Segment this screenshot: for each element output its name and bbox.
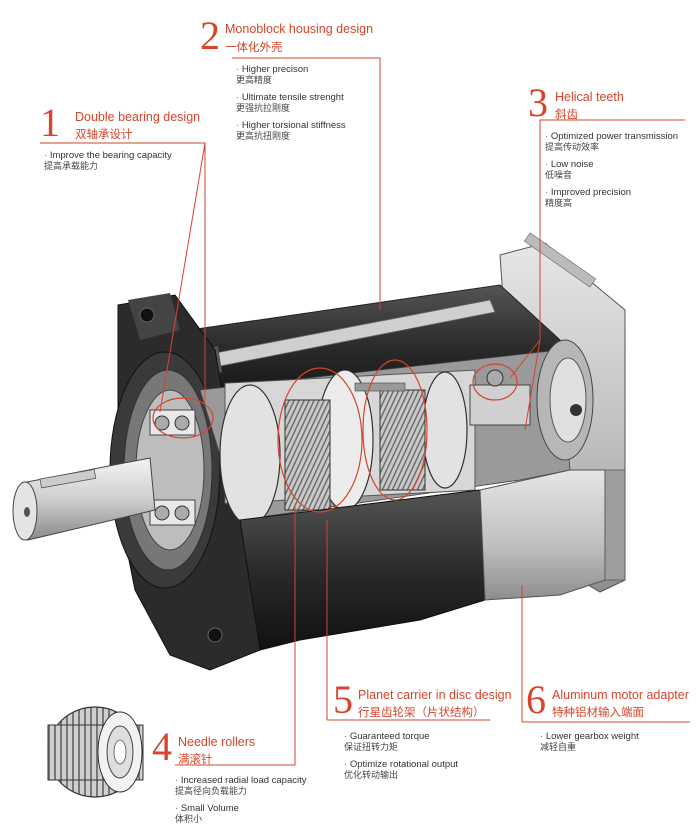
feature-text: Ultimate tensile strenght (236, 92, 344, 103)
feature-item: Improved precision 精度高 (545, 187, 631, 209)
callout-title-cn: 一体化外壳 (225, 42, 283, 54)
callout-title: Monoblock housing design (225, 22, 374, 36)
callout-number: 5 (333, 677, 353, 722)
feature-item: Low noise 低噪音 (545, 159, 594, 181)
feature-text-cn: 精度高 (545, 198, 573, 208)
feature-text: Increased radial load capacity (175, 775, 307, 786)
callout-title: Helical teeth (555, 90, 624, 104)
feature-text-cn: 体积小 (175, 814, 203, 824)
feature-text-cn: 更强抗拉刚度 (236, 103, 291, 113)
feature-item: Guaranteed torque 保证扭转力矩 (344, 731, 430, 753)
callout-number: 1 (40, 100, 60, 145)
feature-text: Small Volume (175, 803, 239, 814)
callout-title: Needle rollers (178, 735, 256, 749)
feature-item: Optimize rotational output 优化转动输出 (344, 759, 458, 781)
feature-text: Lower gearbox weight (540, 731, 639, 742)
feature-text-cn: 减轻自重 (540, 742, 577, 752)
callout-title-cn: 行星齿轮架（片状结构） (358, 707, 485, 719)
feature-item: Higher precison 更高精度 (236, 64, 308, 86)
feature-text-cn: 提高承载能力 (44, 161, 99, 171)
feature-text-cn: 优化转动输出 (344, 770, 399, 780)
gearbox-body (12, 232, 626, 671)
highlight-markers (152, 359, 518, 513)
feature-item: Higher torsional stiffness 更高抗扭刚度 (236, 120, 346, 142)
feature-text: Higher torsional stiffness (236, 120, 346, 131)
feature-text-cn: 保证扭转力矩 (344, 742, 399, 752)
callout-number: 3 (528, 80, 548, 125)
feature-item: Optimized power transmission 提高传动效率 (545, 131, 678, 153)
callout-title-cn: 斜齿 (555, 109, 578, 121)
feature-text: Optimized power transmission (545, 131, 678, 142)
needle-roller-gear-illustration (47, 706, 144, 798)
feature-text-cn: 更高精度 (236, 75, 273, 85)
feature-text: Low noise (545, 159, 594, 170)
callout-title: Aluminum motor adapter (552, 688, 689, 702)
feature-text-cn: 提高传动效率 (545, 142, 600, 152)
callout-title-cn: 特种铝材输入端面 (552, 707, 644, 719)
feature-text-cn: 低噪音 (545, 170, 573, 180)
feature-item: Increased radial load capacity 提高径向负载能力 (175, 775, 307, 797)
feature-text: Higher precison (236, 64, 308, 75)
callout-title-cn: 双轴承设计 (75, 129, 133, 141)
leader-lines (40, 57, 690, 766)
callout-number: 4 (152, 724, 172, 769)
feature-text-cn: 提高径向负载能力 (175, 786, 248, 796)
feature-text: Improved precision (545, 187, 631, 198)
feature-text: Optimize rotational output (344, 759, 458, 770)
feature-text: Guaranteed torque (344, 731, 430, 742)
feature-item: Small Volume 体积小 (175, 803, 239, 825)
feature-item: Lower gearbox weight 减轻自重 (540, 731, 639, 753)
callout-number: 2 (200, 13, 220, 58)
feature-item: Ultimate tensile strenght 更强抗拉刚度 (236, 92, 344, 114)
callout-number: 6 (526, 677, 546, 722)
callout-title: Planet carrier in disc design (358, 688, 512, 702)
callout-title-cn: 满滚针 (178, 754, 213, 766)
feature-text: Improve the bearing capacity (44, 150, 172, 161)
feature-item: Improve the bearing capacity 提高承载能力 (44, 150, 172, 172)
feature-text-cn: 更高抗扭刚度 (236, 131, 291, 141)
callout-title: Double bearing design (75, 110, 201, 124)
